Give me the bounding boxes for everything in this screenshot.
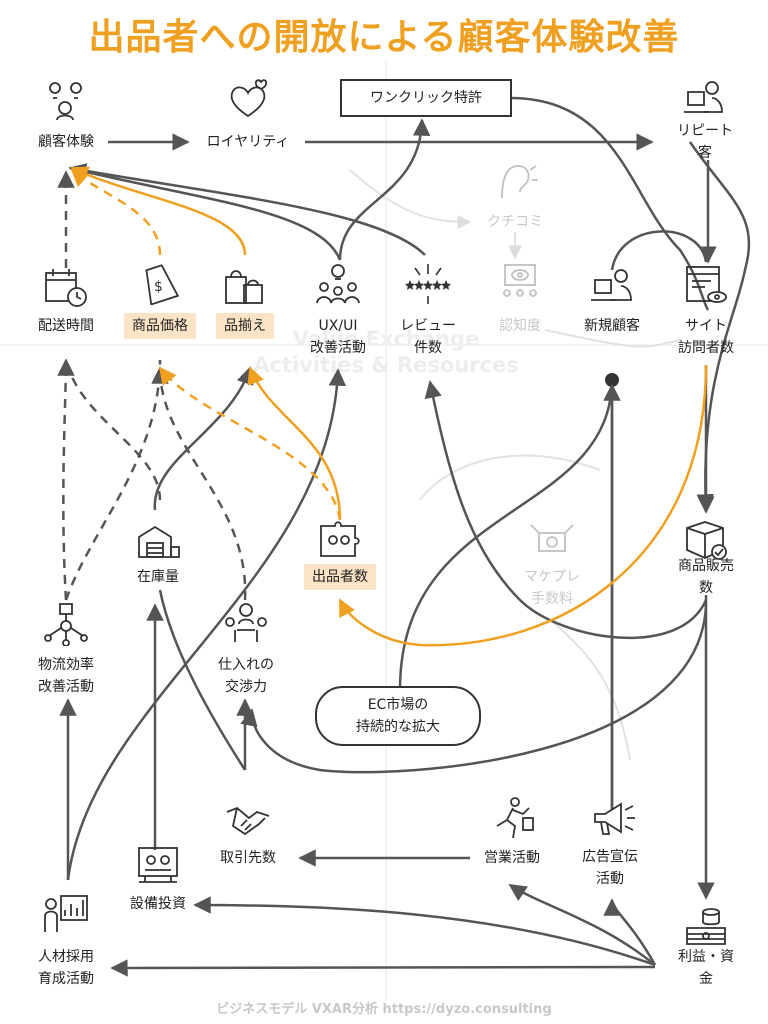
node-suppliers: 取引先数	[220, 850, 276, 866]
link-new-visitors	[610, 230, 708, 271]
link-profit-ad	[603, 898, 657, 966]
node-product-selection: 品揃え	[216, 313, 274, 339]
link-sales-reviews	[424, 380, 708, 640]
node-inventory: 在庫量	[137, 569, 179, 585]
link-ux-patent	[338, 118, 431, 261]
person-at-laptop-icon	[589, 264, 635, 308]
link-fee-faded	[419, 454, 601, 501]
dashed-links	[57, 170, 247, 601]
link-selection-experience	[70, 166, 247, 256]
node-new-customers: 新規顧客	[584, 318, 640, 334]
link-repeat-sales	[688, 141, 751, 512]
node-delivery-time: 配送時間	[38, 318, 94, 334]
link-ux-experience	[68, 163, 342, 261]
link-sales-power	[240, 604, 708, 774]
link-logistics-delivery-a	[57, 358, 75, 601]
node-sales-activities: 営業活動	[484, 850, 540, 866]
node-loyalty: ロイヤリティ	[206, 134, 290, 150]
link-reviews-experience	[69, 166, 426, 256]
page-title: 出品者への開放による顧客体験改善	[88, 17, 680, 58]
link-market-new	[398, 379, 614, 691]
web-page-eye-icon	[683, 263, 729, 307]
person-at-laptop-icon	[682, 78, 728, 122]
link-power-price	[151, 366, 247, 601]
people-emotions-icon	[43, 78, 89, 122]
link-junction-dot	[605, 373, 619, 387]
link-inventory-selection	[153, 366, 254, 511]
link-logistics-price	[64, 359, 162, 601]
link-suppliers-inventory-b	[158, 589, 247, 771]
link-price-experience	[70, 168, 162, 256]
node-logistics: 物流効率 改善活動	[38, 657, 94, 695]
team-idea-icon	[315, 261, 361, 305]
node-ec-market: EC市場の 持続的な拡大	[315, 686, 481, 746]
node-site-visitors: サイト 訪問者数	[678, 318, 734, 356]
link-loyalty-word-of-mouth	[349, 169, 472, 229]
node-marketplace-fee: マケプレ 手数料	[524, 569, 580, 607]
orange-dashed-links	[70, 168, 342, 521]
link-profit-hr	[110, 959, 656, 977]
node-advertising: 広告宣伝 活動	[582, 849, 638, 887]
five-stars-icon	[405, 260, 451, 304]
money-wings-icon	[529, 521, 575, 565]
node-one-click-patent: ワンクリック特許	[340, 79, 512, 117]
link-profit-equipment	[193, 896, 656, 967]
watermark: Value Exchange Activities & Resources	[253, 327, 519, 377]
calendar-clock-icon	[43, 265, 89, 309]
price-tag-icon: $	[137, 261, 183, 305]
link-patent-visitors-a	[509, 96, 710, 311]
node-review-count: レビュー 件数	[400, 318, 456, 356]
node-ux-ui: UX/UI 改善活動	[310, 318, 366, 356]
link-inventory-delivery	[64, 359, 162, 501]
word-of-mouth-icon	[492, 160, 538, 204]
logistics-network-icon	[43, 602, 89, 646]
svg-text:$: $	[154, 279, 163, 295]
running-man-icon	[489, 796, 535, 840]
link-awareness-site	[544, 329, 681, 348]
dark-links	[59, 96, 751, 977]
node-product-price: 商品価格	[124, 313, 196, 339]
link-sellers-price	[158, 366, 342, 521]
machine-icon	[135, 842, 181, 886]
money-stack-icon	[683, 904, 729, 948]
faded-links	[349, 169, 681, 761]
node-word-of-mouth: クチコミ	[487, 214, 543, 230]
handshake-icon	[225, 796, 271, 840]
hearts-icon	[225, 78, 271, 122]
footer-credit: ビジネスモデル VXAR分析 https://dyzo.consulting	[216, 1002, 552, 1017]
meeting-icon	[223, 602, 269, 646]
package-check-icon	[683, 518, 729, 562]
link-profit-sales-act	[508, 883, 656, 966]
link-fee-profit-faded	[549, 619, 631, 761]
shopping-bags-icon	[222, 263, 268, 307]
node-product-sales: 商品販売数	[678, 558, 734, 596]
node-equipment: 設備投資	[130, 896, 186, 912]
megaphone-icon	[589, 796, 635, 840]
background-grid	[0, 60, 768, 1000]
eye-audience-icon	[497, 261, 543, 305]
orange-links	[70, 166, 708, 647]
node-customer-experience: 顧客体験	[38, 134, 94, 150]
warehouse-icon	[135, 519, 181, 563]
node-hr: 人材採用 育成活動	[38, 949, 94, 987]
link-sellers-selection	[247, 366, 342, 521]
node-repeat-customers: リピート客	[677, 123, 733, 161]
node-purchasing-power: 仕入れの 交渉力	[218, 657, 274, 695]
node-awareness: 認知度	[499, 318, 541, 334]
puzzle-people-icon	[317, 518, 363, 562]
presenter-chart-icon	[43, 892, 89, 936]
link-visitors-sellers	[338, 364, 708, 647]
link-hr-ux	[66, 368, 347, 881]
node-seller-count: 出品者数	[304, 564, 376, 590]
node-profit: 利益・資金	[678, 949, 734, 987]
